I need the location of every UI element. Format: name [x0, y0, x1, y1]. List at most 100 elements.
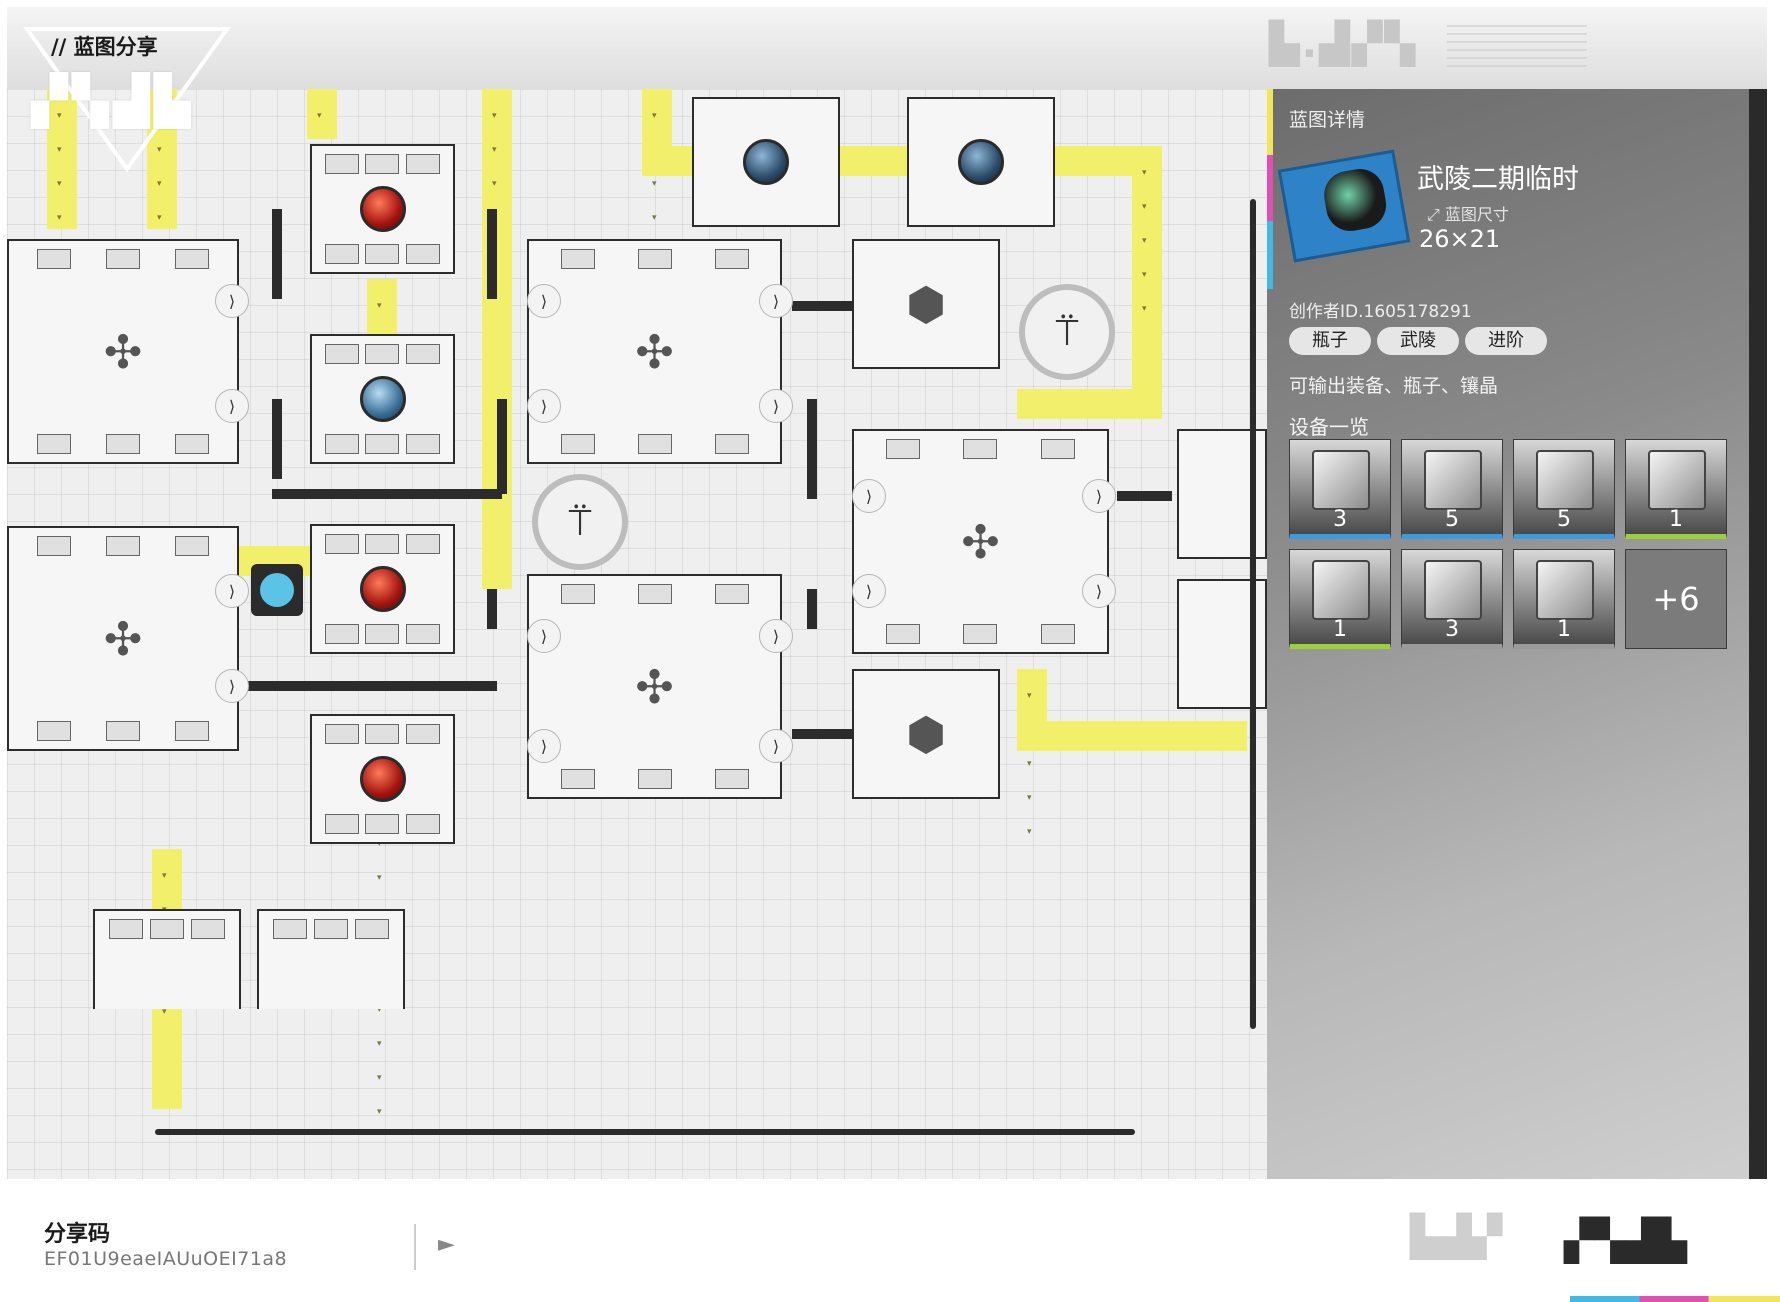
- machine-icon: [1536, 560, 1594, 620]
- more-equipment-button[interactable]: +6: [1625, 549, 1727, 649]
- more-count: +6: [1652, 580, 1700, 618]
- machine[interactable]: [907, 97, 1055, 227]
- input-port[interactable]: ⟩: [527, 389, 561, 423]
- machine[interactable]: ✣: [527, 239, 782, 464]
- machine[interactable]: ⬢: [852, 669, 1000, 799]
- machine[interactable]: [257, 909, 405, 1009]
- input-port[interactable]: ⟩: [527, 284, 561, 318]
- input-port[interactable]: ⟩: [527, 619, 561, 653]
- blueprint-detail-panel: 蓝图详情 武陵二期临时 ⤢ 蓝图尺寸 26×21 创作者ID.160517829…: [1267, 89, 1767, 1179]
- antenna-icon: ⍡: [1055, 309, 1079, 354]
- output-port[interactable]: ⟩: [215, 284, 249, 318]
- watermark-logo: ▞▚▟▙: [1564, 1218, 1688, 1264]
- equipment-item[interactable]: 1: [1625, 439, 1727, 539]
- blueprint-canvas[interactable]: ✣ ✣: [7, 89, 1267, 1179]
- fan-icon: ✣: [103, 324, 143, 379]
- blueprint-name: 武陵二期临时: [1417, 164, 1579, 195]
- machine[interactable]: [692, 97, 840, 227]
- equipment-count: 1: [1557, 617, 1571, 642]
- red-ore-icon: [359, 186, 406, 232]
- machine[interactable]: [310, 524, 455, 654]
- pipe: [807, 589, 817, 629]
- conveyor-belt: [147, 89, 177, 269]
- output-port[interactable]: ⟩: [1082, 574, 1116, 608]
- pipe: [792, 729, 852, 739]
- equipment-count: 3: [1445, 617, 1459, 642]
- relay-tower[interactable]: ⍡: [1019, 284, 1115, 380]
- machine[interactable]: ✣: [7, 526, 239, 751]
- watermark: ▙▟▞: [1410, 1214, 1503, 1260]
- equipment-item[interactable]: 1: [1513, 549, 1615, 649]
- equipment-item[interactable]: 5: [1401, 439, 1503, 539]
- conveyor-belt: [837, 146, 907, 176]
- output-port[interactable]: ⟩: [215, 389, 249, 423]
- logo-emblem: [23, 27, 231, 173]
- vertical-scrollbar[interactable]: [1250, 199, 1256, 1029]
- output-port[interactable]: ⟩: [1082, 479, 1116, 513]
- game-window: // 蓝图分享 ▙.▟▞▚: [7, 7, 1767, 1179]
- decorative-lines: [1447, 25, 1587, 73]
- input-port[interactable]: ⟩: [852, 574, 886, 608]
- fan-icon: ✣: [103, 611, 143, 666]
- conveyor-belt: [307, 89, 337, 269]
- machine[interactable]: [310, 334, 455, 464]
- pipe: [247, 681, 497, 691]
- equipment-item[interactable]: 1: [1289, 549, 1391, 649]
- water-pump[interactable]: [251, 564, 303, 616]
- machine[interactable]: ⬢: [852, 239, 1000, 369]
- machine[interactable]: [93, 909, 241, 1009]
- share-code[interactable]: EF01U9eaeIAUuOEI71a8: [44, 1248, 288, 1270]
- machine[interactable]: ✣: [527, 574, 782, 799]
- game-logo: ▞▚▟▙: [17, 19, 237, 179]
- hexagon-icon: ⬢: [905, 277, 947, 331]
- top-bar: // 蓝图分享 ▙.▟▞▚: [7, 7, 1767, 89]
- equipment-count: 5: [1557, 507, 1571, 532]
- pipe: [1117, 491, 1172, 501]
- input-port[interactable]: ⟩: [527, 729, 561, 763]
- red-ore-icon: [359, 566, 406, 612]
- machine-icon: [1312, 560, 1370, 620]
- creator-id: 创作者ID.1605178291: [1289, 302, 1472, 322]
- decorative-glyph: ▙.▟▞▚: [1269, 21, 1418, 67]
- equipment-item[interactable]: 3: [1401, 549, 1503, 649]
- blueprint-icon: [1277, 149, 1411, 263]
- pipe: [497, 399, 507, 494]
- output-port[interactable]: ⟩: [215, 669, 249, 703]
- page-title: // 蓝图分享: [51, 35, 158, 59]
- equipment-item[interactable]: 3: [1289, 439, 1391, 539]
- pipe: [792, 301, 852, 311]
- tag[interactable]: 武陵: [1377, 327, 1459, 355]
- equipment-heading: 设备一览: [1289, 415, 1369, 439]
- output-port[interactable]: ⟩: [759, 389, 793, 423]
- machine-icon: [1312, 450, 1370, 510]
- machine[interactable]: ✣: [7, 239, 239, 464]
- machine[interactable]: [310, 144, 455, 274]
- send-icon[interactable]: ►: [438, 1232, 455, 1257]
- equipment-count: 3: [1333, 507, 1347, 532]
- machine[interactable]: [310, 714, 455, 844]
- equipment-grid: 3 5 5 1 1 3 1: [1289, 439, 1729, 649]
- conveyor-belt: [1017, 721, 1247, 751]
- pipe: [272, 489, 502, 499]
- size-label: ⤢ 蓝图尺寸: [1427, 205, 1509, 224]
- output-port[interactable]: ⟩: [759, 729, 793, 763]
- tag[interactable]: 瓶子: [1289, 327, 1371, 355]
- relay-tower[interactable]: ⍡: [532, 474, 628, 570]
- equipment-count: 1: [1669, 507, 1683, 532]
- crystal-icon: [743, 139, 789, 185]
- input-port[interactable]: ⟩: [852, 479, 886, 513]
- divider: [414, 1224, 416, 1270]
- water-drop-icon: [260, 573, 294, 607]
- horizontal-scrollbar[interactable]: [155, 1129, 1135, 1135]
- panel-heading: 蓝图详情: [1289, 109, 1366, 131]
- output-port[interactable]: ⟩: [759, 284, 793, 318]
- resize-icon: ⤢: [1427, 205, 1440, 224]
- tag[interactable]: 进阶: [1465, 327, 1547, 355]
- output-port[interactable]: ⟩: [759, 619, 793, 653]
- conveyor-belt: [1132, 146, 1162, 406]
- output-port[interactable]: ⟩: [215, 574, 249, 608]
- equipment-item[interactable]: 5: [1513, 439, 1615, 539]
- machine[interactable]: ✣: [852, 429, 1109, 654]
- equipment-count: 1: [1333, 617, 1347, 642]
- machine-icon: [1424, 560, 1482, 620]
